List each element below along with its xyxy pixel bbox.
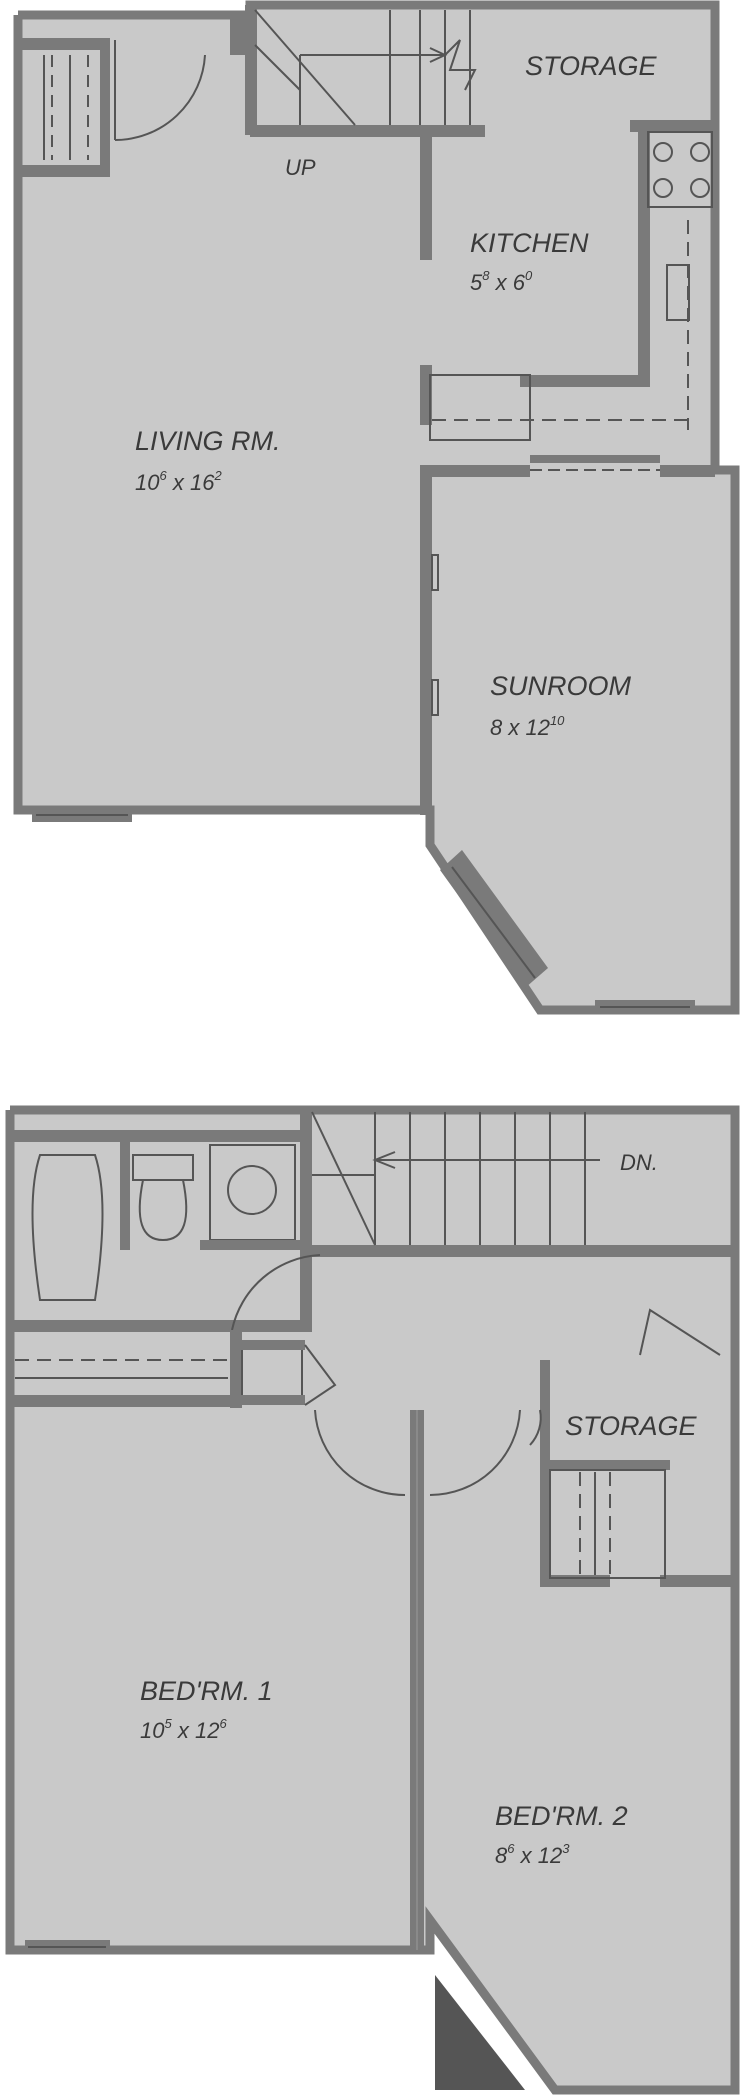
bedroom1-dim-b-sup: 6 <box>219 1716 227 1731</box>
storage-label-upstairs: STORAGE <box>565 1411 698 1441</box>
bedroom1-dim-a-sup: 5 <box>164 1716 172 1731</box>
kitchen-dim-sep: x <box>489 270 512 295</box>
first-floor: STORAGE UP KITCHEN 58 x 60 LIVING RM. 10… <box>13 0 740 1015</box>
bedroom2-dim-a-sup: 6 <box>507 1841 515 1856</box>
bedroom2-dim-b-sup: 3 <box>562 1841 570 1856</box>
living-dim-a-sup: 6 <box>159 468 167 483</box>
hall-door <box>231 1254 321 1331</box>
kitchen-dim-b: 6 <box>513 270 526 295</box>
kitchen-label: KITCHEN <box>470 228 589 258</box>
kitchen-dim-a: 5 <box>470 270 483 295</box>
sunroom-walls <box>32 470 695 1014</box>
bedroom2-dim-b: 12 <box>538 1843 562 1868</box>
storage-label: STORAGE <box>525 51 658 81</box>
bedroom2-storage <box>529 1308 735 1587</box>
stair-up-label: UP <box>285 155 316 180</box>
bedroom1-dim-sep: x <box>172 1718 195 1743</box>
bottom-corner-shading <box>435 1975 525 2090</box>
bedroom2-dim-sep: x <box>514 1843 537 1868</box>
bedroom1-dimensions: 105 x 126 <box>140 1716 227 1743</box>
living-dim-b-sup: 2 <box>213 468 222 483</box>
bedroom-divider <box>314 1409 521 1950</box>
kitchen-dim-a-sup: 8 <box>482 268 490 283</box>
second-floor: DN. STORAGE BED'RM. 1 105 x 126 BED'RM. … <box>5 1105 740 2095</box>
living-dim-b: 16 <box>190 470 215 495</box>
kitchen-dimensions: 58 x 60 <box>470 268 533 295</box>
linen-closet <box>10 1330 337 1408</box>
sunroom-dim-a-sup: 10 <box>550 713 565 728</box>
bedroom1-label: BED'RM. 1 <box>140 1676 273 1706</box>
living-room-dimensions: 106 x 162 <box>135 468 222 495</box>
bedroom1-dim-b: 12 <box>195 1718 219 1743</box>
bedroom2-dim-a: 8 <box>495 1843 508 1868</box>
second-floor-area <box>10 1110 735 2090</box>
bedroom2-label: BED'RM. 2 <box>495 1801 628 1831</box>
sunroom-dimensions: 8 x 1210 <box>490 713 565 740</box>
stair-down-label: DN. <box>620 1150 658 1175</box>
living-dim-sep: x <box>167 470 190 495</box>
sunroom-label: SUNROOM <box>490 671 632 701</box>
living-dim-a: 10 <box>135 470 160 495</box>
first-floor-area <box>18 5 735 1010</box>
bedroom2-dimensions: 86 x 123 <box>495 1841 570 1868</box>
entry-closet <box>18 38 110 177</box>
kitchen-dim-b-sup: 0 <box>525 268 533 283</box>
living-room-label: LIVING RM. <box>135 426 281 456</box>
sunroom-dim-a: 8 x 12 <box>490 715 550 740</box>
bedroom1-dim-a: 10 <box>140 1718 165 1743</box>
kitchen-walls <box>420 120 715 477</box>
stair-down <box>300 1111 735 1257</box>
bathroom <box>10 1112 312 1332</box>
